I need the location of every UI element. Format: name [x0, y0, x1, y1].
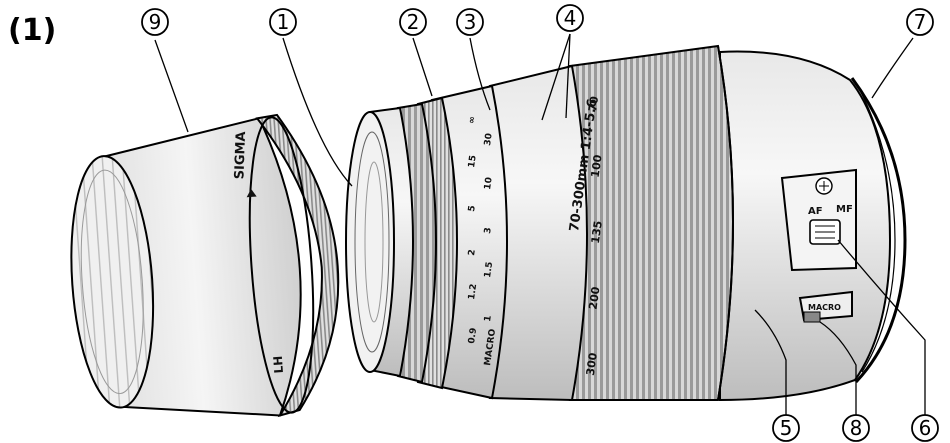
svg-text:4: 4 — [564, 6, 577, 30]
callout-8: 8 — [842, 414, 870, 442]
svg-text:5: 5 — [780, 416, 793, 440]
mf-label: MF — [836, 204, 853, 215]
macro-switch[interactable]: MACRO — [798, 290, 853, 323]
af-label: AF — [808, 206, 823, 217]
callout-3: 3 — [456, 8, 484, 36]
distance-mark: 15 — [467, 155, 479, 169]
distance-mark: ∞ — [467, 116, 478, 125]
distance-mark: 30 — [483, 133, 495, 147]
leader-lines — [154, 33, 926, 415]
callout-9: 9 — [141, 8, 169, 36]
zoom-mark: 300 — [584, 352, 600, 377]
callouts: 9 1 2 3 4 7 5 8 6 — [141, 4, 939, 442]
callout-5: 5 — [772, 414, 800, 442]
zoom-mark: 135 — [589, 220, 605, 245]
callout-2: 2 — [399, 8, 427, 36]
figure-label: (1) — [8, 13, 56, 48]
hood-brand: SIGMA — [232, 131, 249, 179]
svg-text:7: 7 — [914, 10, 927, 34]
distance-mark: 3 — [483, 227, 494, 235]
distance-mark: 5 — [467, 205, 478, 213]
distance-mark: 2 — [467, 249, 478, 257]
lens-hood: SIGMA LH — [70, 113, 340, 418]
svg-text:6: 6 — [919, 416, 932, 440]
zoom-mark: 200 — [587, 286, 603, 311]
distance-mark: 1.5 — [483, 261, 495, 278]
svg-text:9: 9 — [149, 10, 162, 34]
distance-mark: 10 — [483, 177, 495, 191]
zoom-mark: 100 — [589, 154, 605, 179]
distance-mark: 1.2 — [467, 283, 479, 300]
svg-text:8: 8 — [850, 416, 863, 440]
svg-text:2: 2 — [407, 10, 420, 34]
hood-index-mark — [246, 188, 257, 198]
callout-7: 7 — [906, 8, 934, 36]
zoom-mark: 70 — [586, 95, 601, 112]
svg-text:3: 3 — [464, 10, 477, 34]
distance-mark: 0.9 — [467, 327, 479, 344]
callout-4: 4 — [556, 4, 584, 32]
macro-label: MACRO — [808, 303, 841, 312]
distance-mark: 1 — [483, 315, 494, 323]
front-element — [345, 111, 395, 373]
hood-code: LH — [271, 355, 286, 374]
lens-mount — [850, 77, 907, 384]
focus-mode-switch-panel: AF MF — [780, 168, 857, 272]
callout-1: 1 — [269, 8, 297, 36]
lens-body: AF MF MACRO 70-300mm 1:4-5.6 70100135200… — [345, 44, 907, 402]
callout-6: 6 — [911, 414, 939, 442]
zoom-marks: 70 100 135 200 300 — [584, 95, 605, 376]
svg-text:1: 1 — [277, 10, 290, 34]
